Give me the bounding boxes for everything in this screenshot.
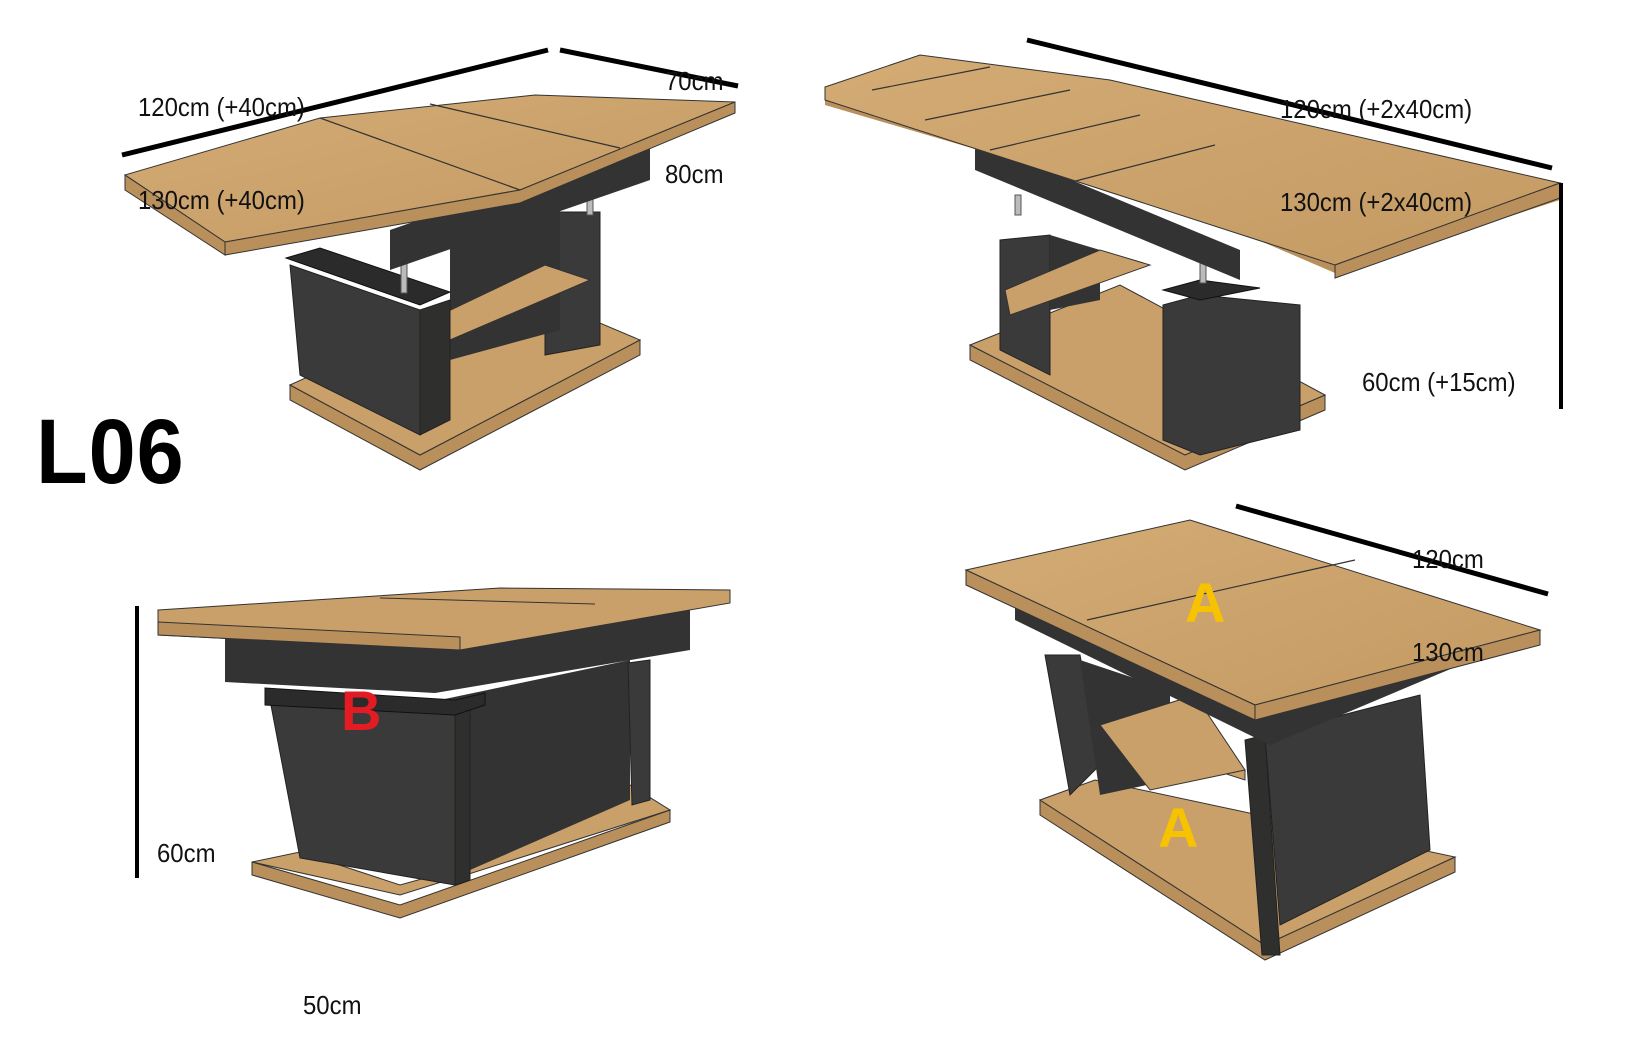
marker-b: B <box>341 679 382 742</box>
dimension-depth: 50cm <box>303 990 362 1020</box>
table-view-top-right <box>824 37 1563 471</box>
dimension-width-80: 80cm <box>665 159 724 189</box>
dimension-length-label: 120cm (+40cm) 130cm (+40cm) <box>138 30 305 247</box>
dimension-closed-length-120: 120cm <box>1412 544 1484 574</box>
dimension-closed-length-130: 130cm <box>1412 637 1484 667</box>
dimension-height-label: 60cm <box>157 776 215 900</box>
dimension-closed-length-label: 120cm 130cm <box>1412 482 1484 699</box>
dimension-width-70: 70cm <box>665 66 724 96</box>
model-title: L06 <box>36 401 185 503</box>
table-view-bottom-right <box>964 503 1549 961</box>
dimension-raised-height-label: 60cm (+15cm) <box>1362 305 1516 429</box>
dimension-extended-length-120: 120cm (+2x40cm) <box>1280 94 1473 124</box>
table-illustrations <box>121 37 1563 961</box>
dimension-extended-length-130: 130cm (+2x40cm) <box>1280 187 1473 217</box>
marker-a-top: A <box>1185 571 1226 634</box>
table-view-bottom-left <box>135 587 731 919</box>
dimension-length-120: 120cm (+40cm) <box>138 92 305 122</box>
dimension-width-label: 70cm 80cm <box>665 4 723 221</box>
dimension-depth-label: 50cm <box>303 928 361 1052</box>
dimension-extended-length-label: 120cm (+2x40cm) 130cm (+2x40cm) <box>1280 32 1472 249</box>
table-view-top-left <box>121 47 739 471</box>
dimension-height: 60cm <box>157 838 216 868</box>
marker-a-bottom: A <box>1158 796 1199 859</box>
dimension-length-130: 130cm (+40cm) <box>138 185 305 215</box>
dimension-raised-height: 60cm (+15cm) <box>1362 367 1516 397</box>
